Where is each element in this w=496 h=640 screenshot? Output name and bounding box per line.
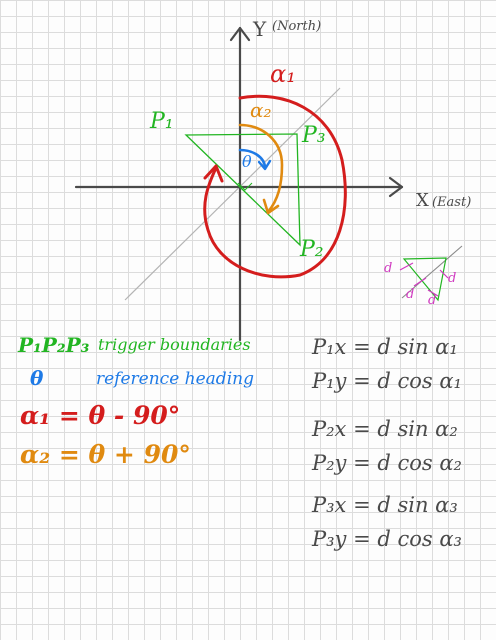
inset-sketch: d d d d: [384, 245, 463, 308]
alpha1-equation: α₁ = θ - 90°: [20, 401, 180, 430]
equation-line: P₁y = d cos α₁: [311, 369, 462, 393]
trigger-triangle: [184, 133, 301, 247]
equation-line: P₃y = d cos α₃: [311, 527, 462, 551]
equation-line: P₃x = d sin α₃: [311, 493, 458, 517]
inset-distance-label: d: [384, 261, 392, 276]
theta-label: θ: [242, 152, 252, 171]
legend-theta-text: reference heading: [96, 369, 254, 389]
theta-arrowhead: [257, 159, 272, 171]
legend-trigger-text: trigger boundaries: [98, 335, 251, 354]
alpha2-arrowhead: [262, 198, 280, 215]
p3-label: P₃: [301, 123, 326, 148]
alpha1-arc: [203, 94, 347, 279]
y-axis-arrowhead: [229, 26, 251, 42]
inset-distance-label: d: [406, 287, 414, 302]
alpha2-arc: [238, 123, 284, 214]
inset-distance-mark: [399, 262, 414, 271]
alpha1-label: α₁: [270, 60, 296, 88]
inset-distance-label: d: [428, 293, 436, 308]
equation-line: P₂x = d sin α₂: [311, 417, 458, 441]
equation-line: P₁x = d sin α₁: [311, 335, 458, 359]
p1-label: P₁: [149, 109, 174, 134]
alpha1-arrowhead: [203, 164, 224, 183]
y-axis-note: (North): [272, 19, 321, 34]
inset-distance-mark: [439, 269, 449, 279]
x-axis-note: (East): [432, 195, 471, 210]
p2-label: P₂: [299, 237, 324, 262]
inset-triangle: [402, 257, 447, 302]
inset-diagonal-line: [401, 245, 463, 299]
alpha2-equation: α₂ = θ + 90°: [20, 440, 191, 469]
y-axis-label: Y: [252, 17, 267, 41]
alpha2-label: α₂: [250, 98, 272, 122]
x-axis-arrowhead: [388, 176, 404, 198]
inset-distance-mark: [427, 289, 439, 297]
inset-distance-label: d: [448, 271, 456, 286]
equations: P₁x = d sin α₁ P₁y = d cos α₁ P₂x = d si…: [311, 335, 462, 551]
inset-distance-mark: [413, 277, 427, 287]
right-angle-mark: [237, 182, 253, 191]
equation-line: P₂y = d cos α₂: [311, 451, 462, 475]
theta-arc: [238, 148, 267, 169]
diagonal-reference-line: [124, 87, 341, 301]
legend-trigger-symbol: P₁P₂P₃: [17, 333, 90, 357]
legend-theta-symbol: θ: [30, 366, 44, 390]
x-axis-label: X: [416, 190, 429, 211]
legend: P₁P₂P₃ trigger boundaries θ reference he…: [17, 333, 254, 469]
